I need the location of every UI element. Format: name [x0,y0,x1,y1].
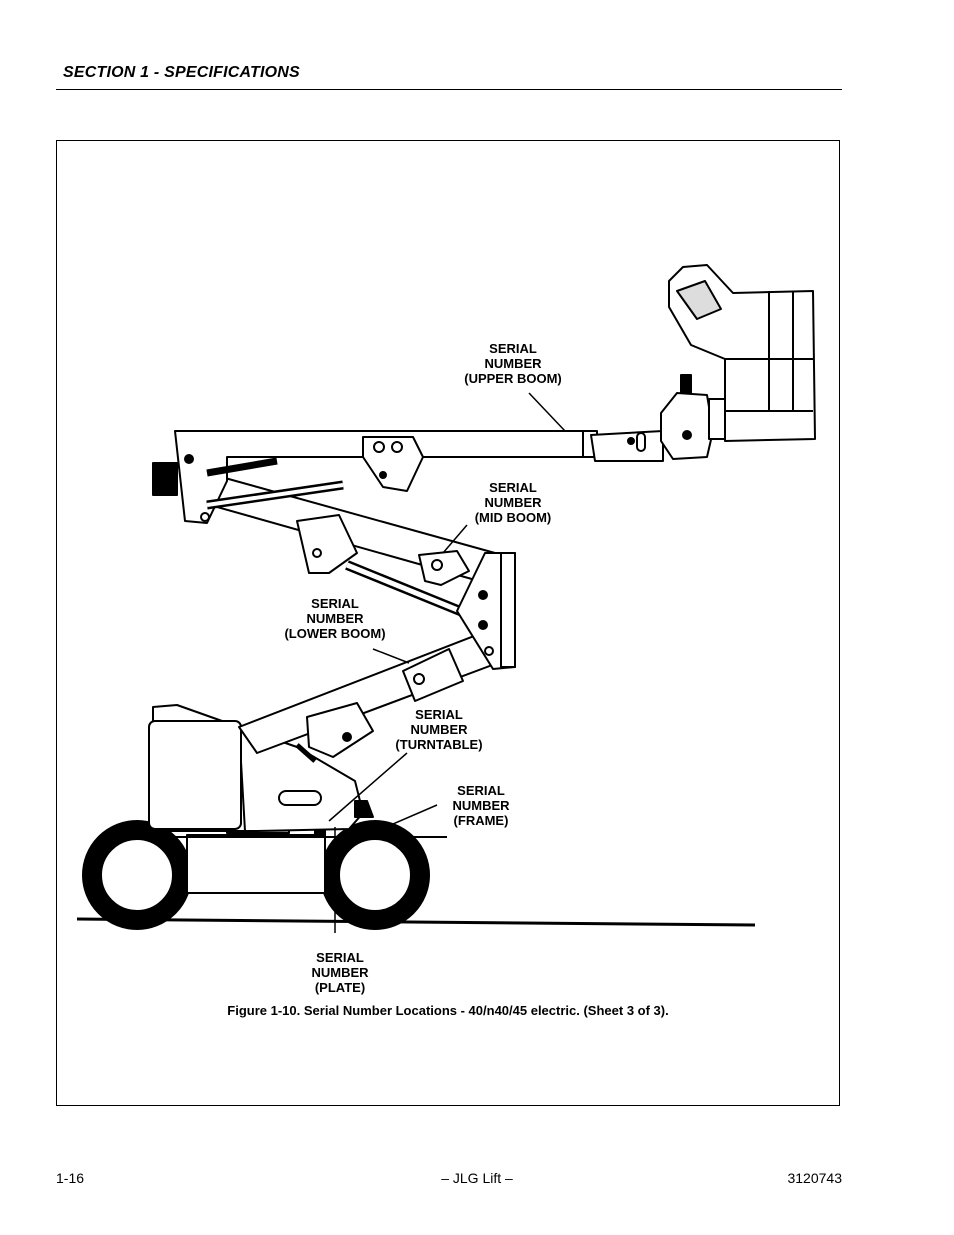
ground-line [76,917,756,927]
section-title: SECTION 1 - SPECIFICATIONS [63,64,300,81]
document-number: 3120743 [787,1170,842,1186]
figure-caption: Figure 1-10. Serial Number Locations - 4… [227,1003,669,1018]
footer-publisher: – JLG Lift – [441,1170,513,1186]
turntable-handle [278,790,322,806]
header-rule [56,89,842,90]
platform-rotator [660,392,714,460]
chassis-frame [186,834,326,894]
page-number: 1-16 [56,1170,85,1186]
